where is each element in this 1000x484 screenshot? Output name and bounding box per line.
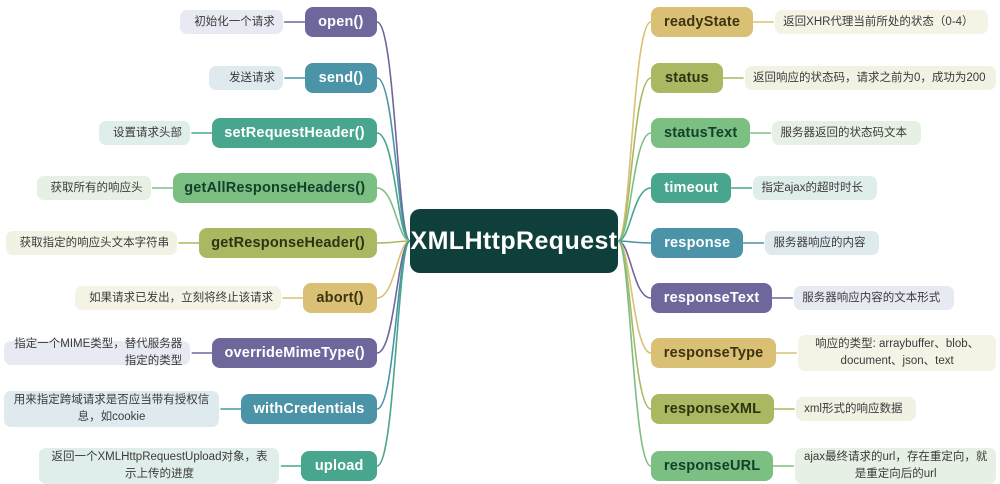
branch-node-responseText[interactable]: responseText [651, 283, 773, 313]
branch-node-getResponseHeader[interactable]: getResponseHeader() [199, 228, 377, 258]
branch-desc-open: 初始化一个请求 [180, 10, 283, 34]
branch-desc-responseURL: ajax最终请求的url，存在重定向，就是重定向后的url [795, 448, 996, 484]
branch-desc-send: 发送请求 [209, 66, 283, 90]
branch-desc-text: 返回XHR代理当前所处的状态（0-4） [783, 15, 974, 28]
branch-node-upload[interactable]: upload [301, 451, 377, 481]
branch-desc-upload: 返回一个XMLHttpRequestUpload对象，表示上传的进度 [39, 448, 280, 484]
branch-desc-readyState: 返回XHR代理当前所处的状态（0-4） [775, 10, 988, 34]
branch-node-label: withCredentials [253, 401, 365, 417]
branch-node-label: abort() [316, 290, 364, 306]
branch-desc-text: 响应的类型: arraybuffer、blob、document、json、te… [815, 338, 980, 367]
branch-desc-getResponseHeader: 获取指定的响应头文本字符串 [5, 231, 178, 255]
branch-desc-text: 获取指定的响应头文本字符串 [19, 236, 170, 249]
branch-node-statusText[interactable]: statusText [651, 118, 751, 148]
branch-desc-text: 获取所有的响应头 [50, 181, 143, 194]
branch-desc-statusText: 服务器返回的状态码文本 [772, 121, 921, 145]
branch-desc-text: 服务器响应内容的文本形式 [802, 291, 941, 304]
branch-desc-text: 返回响应的状态码，请求之前为0，成功为200 [753, 71, 986, 84]
branch-node-label: open() [318, 14, 364, 30]
branch-node-label: responseType [663, 345, 764, 361]
branch-node-send[interactable]: send() [305, 63, 377, 93]
branch-node-label: response [664, 235, 731, 251]
branch-desc-status: 返回响应的状态码，请求之前为0，成功为200 [745, 66, 996, 90]
branch-node-abort[interactable]: abort() [303, 283, 377, 313]
branch-node-label: responseURL [663, 458, 761, 474]
branch-node-response[interactable]: response [651, 228, 744, 258]
branch-desc-abort: 如果请求已发出，立刻将终止该请求 [75, 286, 282, 310]
branch-node-open[interactable]: open() [304, 7, 377, 37]
branch-node-label: status [665, 70, 709, 86]
branch-desc-responseType: 响应的类型: arraybuffer、blob、document、json、te… [798, 335, 996, 371]
branch-node-responseType[interactable]: responseType [651, 338, 777, 368]
branch-node-label: statusText [664, 125, 738, 141]
branch-node-timeout[interactable]: timeout [651, 173, 732, 203]
branch-node-label: setRequestHeader() [224, 125, 365, 141]
branch-node-label: overrideMimeType() [224, 345, 365, 361]
branch-desc-response: 服务器响应的内容 [765, 231, 880, 255]
branch-node-responseXML[interactable]: responseXML [651, 394, 775, 424]
branch-node-label: readyState [664, 14, 741, 30]
branch-desc-overrideMimeType: 指定一个MIME类型，替代服务器指定的类型 [4, 338, 191, 367]
branch-desc-text: 指定ajax的超时时长 [761, 181, 863, 194]
branch-desc-text: 服务器响应的内容 [773, 236, 866, 249]
branch-desc-text: 设置请求头部 [113, 126, 182, 139]
branch-desc-text: 返回一个XMLHttpRequestUpload对象，表示上传的进度 [51, 451, 268, 480]
branch-node-label: send() [318, 70, 364, 86]
branch-node-label: getAllResponseHeaders() [184, 180, 366, 196]
branch-desc-timeout: 指定ajax的超时时长 [753, 176, 877, 200]
branch-desc-text: 如果请求已发出，立刻将终止该请求 [89, 291, 274, 304]
branch-node-label: getResponseHeader() [211, 235, 365, 251]
branch-node-label: timeout [664, 180, 719, 196]
branch-node-withCredentials[interactable]: withCredentials [241, 394, 377, 424]
branch-desc-text: 初始化一个请求 [194, 15, 275, 28]
branch-desc-responseXML: xml形式的响应数据 [796, 397, 917, 421]
branch-node-setRequestHeader[interactable]: setRequestHeader() [212, 118, 377, 148]
branch-node-status[interactable]: status [651, 63, 723, 93]
branch-desc-text: xml形式的响应数据 [804, 402, 903, 415]
branch-desc-text: 发送请求 [229, 71, 275, 84]
branch-desc-text: 指定一个MIME类型，替代服务器指定的类型 [14, 338, 183, 367]
branch-desc-text: ajax最终请求的url，存在重定向，就是重定向后的url [803, 451, 988, 480]
branch-node-getAllResponseHeaders[interactable]: getAllResponseHeaders() [172, 173, 377, 203]
branch-desc-setRequestHeader: 设置请求头部 [99, 121, 190, 145]
branch-desc-text: 服务器返回的状态码文本 [780, 126, 907, 139]
center-node-xmlhttprequest[interactable]: XMLHttpRequest [410, 209, 618, 273]
branch-desc-responseText: 服务器响应内容的文本形式 [794, 286, 955, 310]
branch-node-overrideMimeType[interactable]: overrideMimeType() [212, 338, 377, 368]
branch-desc-getAllResponseHeaders: 获取所有的响应头 [36, 176, 151, 200]
branch-node-responseURL[interactable]: responseURL [651, 451, 774, 481]
branch-node-label: upload [314, 458, 364, 474]
branch-desc-text: 用来指定跨域请求是否应当带有授权信息，如cookie [13, 394, 210, 423]
branch-node-label: responseText [663, 290, 760, 306]
branch-node-label: responseXML [663, 401, 762, 417]
branch-node-readyState[interactable]: readyState [651, 7, 754, 37]
branch-desc-withCredentials: 用来指定跨域请求是否应当带有授权信息，如cookie [4, 391, 220, 427]
